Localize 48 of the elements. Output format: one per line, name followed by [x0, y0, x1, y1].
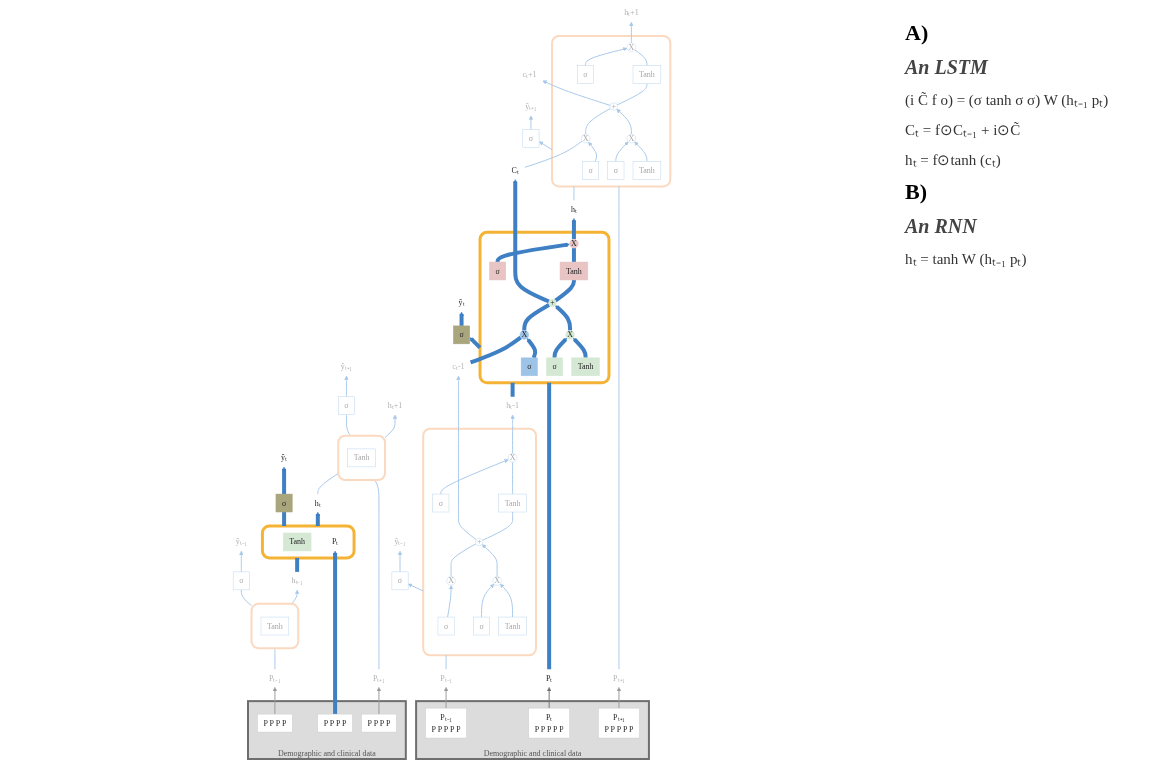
connector	[522, 303, 551, 331]
connector	[634, 49, 648, 67]
connector	[616, 83, 648, 106]
connector	[274, 647, 276, 670]
connector	[282, 511, 287, 527]
panel-label: B)	[905, 179, 928, 205]
arrow	[555, 305, 573, 331]
arrow	[281, 466, 287, 495]
arrow	[440, 459, 509, 495]
connector	[510, 381, 515, 398]
connector	[482, 511, 514, 541]
arrow	[332, 550, 338, 715]
arrow	[513, 179, 550, 304]
formula-heading: An LSTM	[905, 56, 990, 79]
connector	[240, 589, 252, 607]
equation: hₜ = f⊙tanh (cₜ)	[905, 151, 1002, 169]
connector	[450, 543, 477, 577]
arrow	[495, 242, 570, 263]
equation: hₜ = tanh W (hₜ₋₁ pₜ)	[905, 250, 1028, 268]
connector	[618, 185, 620, 670]
cluster	[422, 427, 537, 657]
cluster	[478, 230, 611, 385]
connector	[547, 381, 552, 671]
arrow	[315, 511, 320, 527]
connector	[469, 335, 522, 365]
connector	[295, 557, 300, 573]
equation: Cₜ = f⊙Cₜ₋₁ + i⊙C̃	[905, 121, 1022, 139]
connector	[554, 279, 576, 303]
connector	[374, 479, 380, 670]
arrow	[469, 337, 482, 350]
connector	[573, 185, 575, 201]
arrow	[552, 337, 568, 359]
arrow	[571, 218, 577, 241]
cluster	[250, 602, 300, 650]
cluster	[551, 34, 672, 188]
connector	[345, 414, 351, 437]
equation: (i C̃ f o) = (σ tanh σ σ) W (hₜ₋₁ pₜ)	[905, 91, 1110, 109]
connector	[445, 654, 447, 670]
arrow	[526, 338, 538, 359]
connector	[585, 107, 611, 135]
arrow	[572, 337, 588, 359]
connector	[317, 472, 339, 495]
formula-heading: An RNN	[905, 215, 979, 238]
panel-label: A)	[905, 20, 930, 46]
arrow	[588, 141, 598, 162]
connector	[512, 461, 514, 495]
cluster	[260, 524, 356, 560]
cluster	[337, 434, 387, 482]
